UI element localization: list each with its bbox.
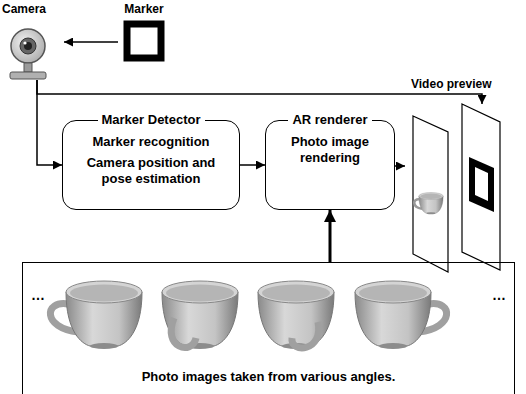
cup-photo xyxy=(162,281,238,349)
cup-photo xyxy=(355,281,447,349)
cup-photo xyxy=(50,281,142,349)
process-step: Marker recognition xyxy=(92,134,209,150)
marker-in-frame-hole xyxy=(475,167,488,201)
video-output: Video preview xyxy=(405,104,505,274)
process-step: Camera position and pose estimation xyxy=(75,155,227,187)
process-box: AR rendererPhoto image rendering xyxy=(265,120,395,210)
cup-photo xyxy=(258,281,334,349)
box-heading: AR renderer xyxy=(288,112,371,128)
marker-node: Marker xyxy=(118,2,170,66)
rendered-cup xyxy=(414,192,443,214)
rendered-frame xyxy=(413,116,448,272)
marker-in-frame xyxy=(469,157,494,212)
connector-arrow xyxy=(395,165,405,167)
connector-arrow xyxy=(64,41,118,43)
camera-node: Camera xyxy=(2,2,64,80)
marker-symbol xyxy=(127,24,161,58)
connector-arrow xyxy=(37,80,62,165)
process-step: Photo image rendering xyxy=(278,134,382,166)
process-box: Marker DetectorMarker recognitionCamera … xyxy=(62,120,240,210)
connector-arrow xyxy=(329,210,332,262)
marker-label: Marker xyxy=(118,2,170,16)
caption-text: Photo images taken from various angles. xyxy=(23,369,514,385)
camera-label: Camera xyxy=(2,2,64,16)
ellipsis: … xyxy=(31,287,522,303)
box-heading: Marker Detector xyxy=(98,112,205,128)
video-frame xyxy=(462,104,500,270)
webcam-icon xyxy=(10,29,46,79)
photo-set-box: ……Photo images taken from various angles… xyxy=(22,262,515,394)
box-body: Photo image rendering xyxy=(266,128,394,176)
box-body: Marker recognitionCamera position and po… xyxy=(63,128,239,197)
connector-arrow xyxy=(240,164,265,166)
ellipsis: … xyxy=(23,287,514,303)
output-label: Video preview xyxy=(411,77,491,91)
